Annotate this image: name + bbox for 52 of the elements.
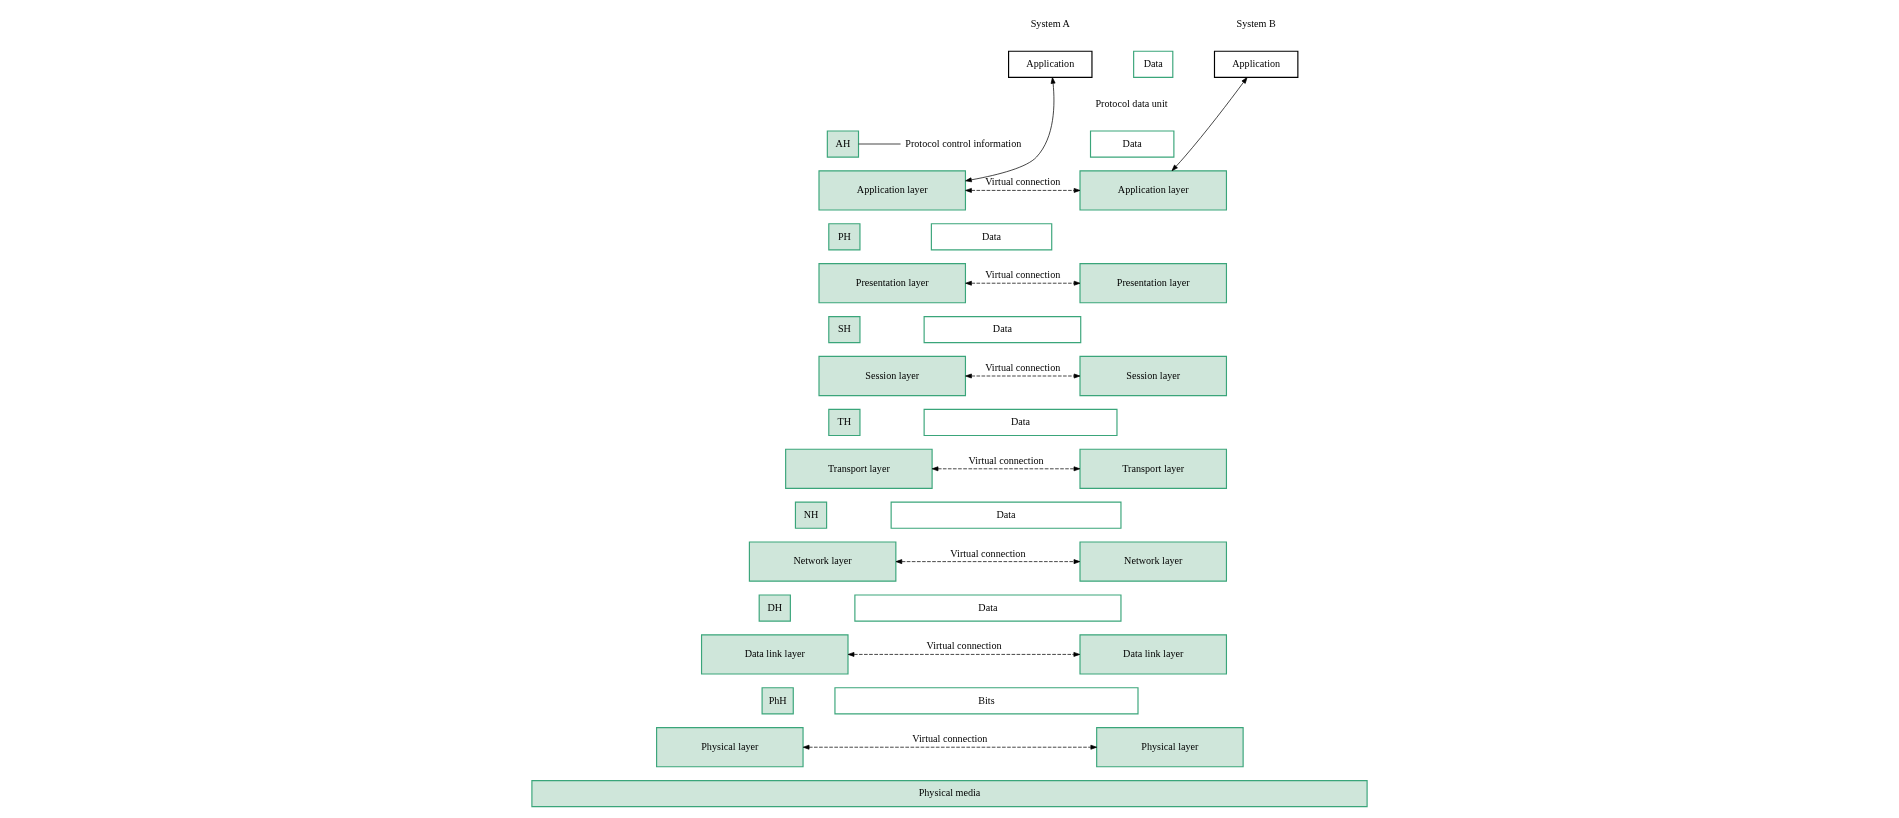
node-label: System A [1030,18,1070,30]
node-box: DH [758,594,791,622]
node-box: Application layer [1079,170,1228,211]
arrow [965,77,1056,183]
arrow [965,373,1081,379]
node-box: Session layer [1079,355,1228,397]
node-text: Protocol control information [905,137,1022,149]
node-box: PhH [761,687,794,715]
node-box: Data [930,223,1053,251]
node-box: Application layer [818,170,967,211]
node-box: NH [794,501,828,529]
node-box: Data [854,594,1122,622]
edge-label: Virtual connection [985,362,1061,374]
node-box: Physical media [531,779,1368,808]
node-box: Application [1008,50,1093,78]
node-box: Presentation layer [1079,263,1228,304]
arrow [847,652,1081,657]
node-box: Bits [834,687,1139,715]
node-box: PH [828,223,861,251]
arrow [965,280,1081,286]
arrow [931,466,1081,472]
node-box: Presentation layer [818,263,967,304]
node-box: Data [1089,130,1175,158]
node-box: AH [826,130,860,158]
edge-label: Virtual connection [985,269,1061,281]
node-box: Data [923,316,1082,344]
arrow [1171,77,1248,172]
edge-label: Virtual connection [926,640,1002,652]
node-box: TH [828,408,861,437]
node-box: Physical layer [1096,727,1244,768]
arrow [965,188,1081,193]
node-box: Session layer [818,355,967,397]
node-box: Network layer [1079,541,1228,582]
node-box: Data [923,408,1118,437]
node-label: System B [1236,18,1276,30]
node-box: Transport layer [785,448,933,489]
node-box: Data link layer [1079,634,1228,675]
edge-label: Virtual connection [912,733,988,745]
node-box: Data link layer [700,634,849,675]
arrow [895,559,1081,564]
edge-label: Virtual connection [968,454,1044,466]
node-box: Physical layer [656,727,804,768]
node-box: Transport layer [1079,448,1228,489]
node-box: Data [890,501,1122,529]
node-box: SH [828,316,861,344]
arrow [802,744,1097,750]
node-box: Application [1213,50,1299,78]
edge-label: Virtual connection [950,547,1026,559]
edge-label: Virtual connection [985,176,1061,188]
node-box: Data [1133,50,1174,78]
node-box: Network layer [748,541,897,582]
label: Protocol data unit [1095,97,1168,109]
